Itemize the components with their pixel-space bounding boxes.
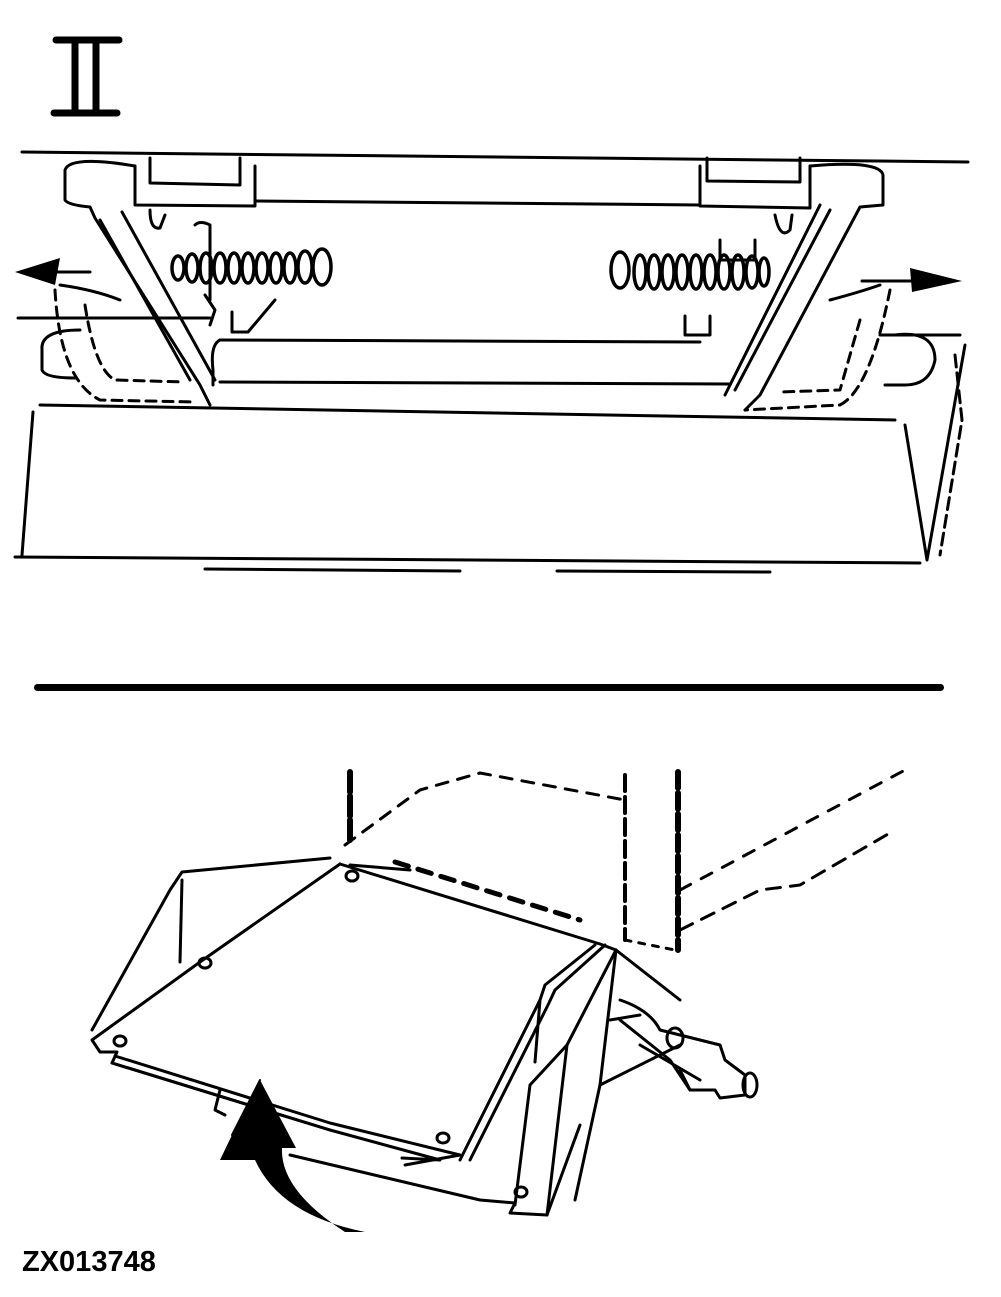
latch-mechanism-drawing: [13, 150, 970, 574]
figure-id-label: ZX013748: [22, 1246, 156, 1278]
panel-divider: [34, 684, 944, 691]
step-numeral-icon: [50, 36, 123, 117]
